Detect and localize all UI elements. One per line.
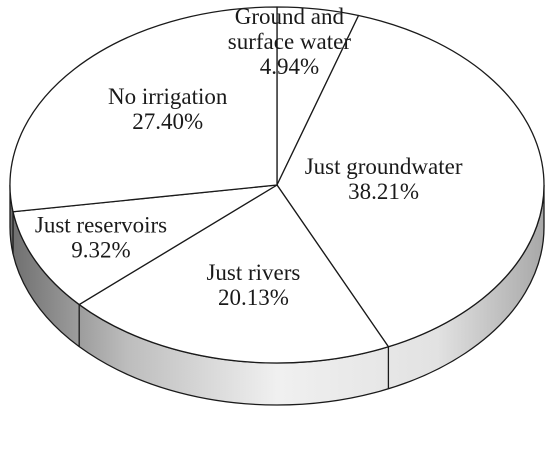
pie-slice-4 xyxy=(9,6,278,213)
pie-slice-3 xyxy=(12,184,278,306)
slice-label-2: Just rivers xyxy=(206,260,300,285)
slice-label-3: Just reservoirs xyxy=(35,212,167,237)
pie-slice-2 xyxy=(78,184,390,364)
slice-percent-1: 38.21% xyxy=(348,179,419,204)
slice-percent-0: 4.94% xyxy=(260,54,319,79)
slice-percent-2: 20.13% xyxy=(218,285,289,310)
slice-label-1: Just groundwater xyxy=(305,154,463,179)
pie-slice-1 xyxy=(276,14,545,348)
slice-label-0: surface water xyxy=(228,29,352,54)
slice-percent-3: 9.32% xyxy=(71,237,130,262)
slice-percent-4: 27.40% xyxy=(132,109,203,134)
pie-slices xyxy=(9,6,545,364)
slice-label-0: Ground and xyxy=(235,4,345,29)
slice-label-4: No irrigation xyxy=(108,84,228,109)
